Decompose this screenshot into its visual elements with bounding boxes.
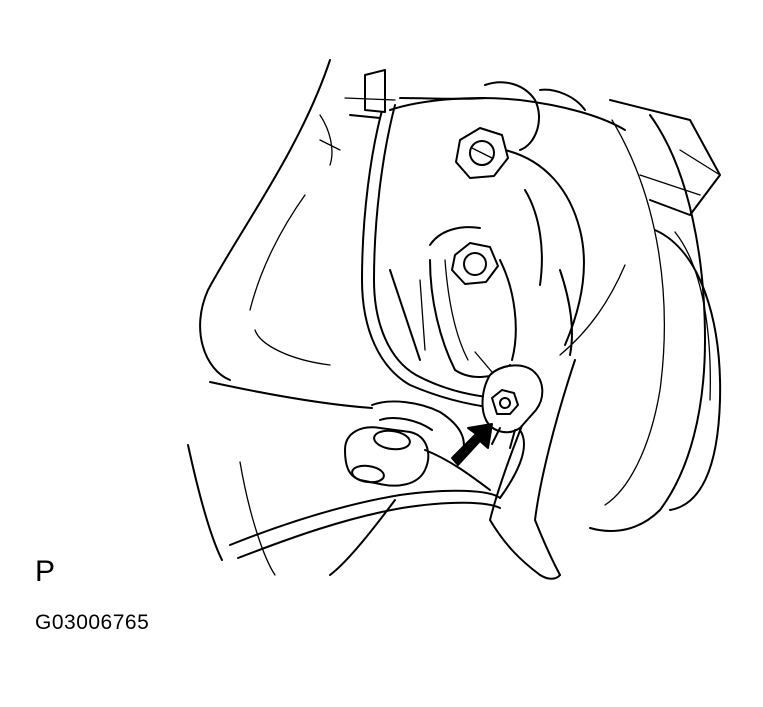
figure-code: G03006765 [35,611,150,634]
view-letter: P [35,555,56,588]
brake-rotor [589,114,722,532]
caliper-body [319,81,721,378]
wheel-well-arc [199,59,331,381]
upper-bolt [455,127,509,179]
sensor-harness [229,429,525,559]
brake-line [344,69,498,409]
speed-sensor-connector [474,351,544,449]
flex-hose [344,400,491,491]
lower-bolt [451,242,499,285]
pointer-arrow [451,423,493,466]
